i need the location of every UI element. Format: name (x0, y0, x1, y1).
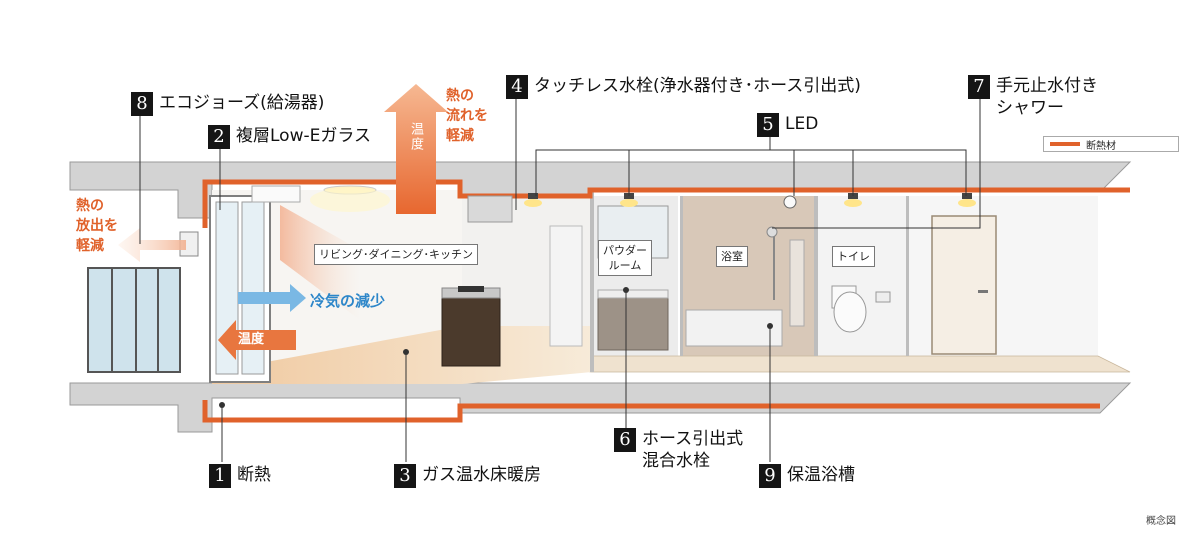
wood-floor (589, 355, 1131, 373)
bathtub (685, 309, 783, 347)
callout-number: 2 (208, 125, 230, 149)
room-label-toilet: トイレ (832, 246, 875, 267)
callout-label: 断熱 (237, 465, 271, 485)
callout-1: 1 断熱 (209, 464, 271, 488)
shower-head (766, 226, 778, 238)
callout-number: 8 (131, 92, 153, 116)
heat-release-line2: 放出を (76, 218, 118, 234)
heat-flow-line1: 熱の (446, 88, 474, 104)
leader-lines (139, 98, 981, 462)
heat-release-arrow (118, 228, 186, 262)
callout-label: 保温浴槽 (787, 465, 855, 485)
balcony-railing (87, 267, 181, 373)
room-label-powder-line1: パウダー (603, 244, 647, 257)
temp-left-arrow (218, 320, 296, 360)
legend-label: 断熱材 (1086, 140, 1116, 152)
range-hood (467, 195, 513, 223)
callout-label-line2: シャワー (996, 98, 1064, 118)
callout-number: 9 (759, 464, 781, 488)
concept-note: 概念図 (1146, 516, 1176, 527)
heat-release-text: 熱の 放出を 軽減 (76, 196, 118, 256)
insulation-ceiling (202, 179, 1130, 228)
heat-flow-line2: 流れを (446, 108, 488, 124)
callout-number: 6 (614, 428, 636, 452)
callout-label: ガス温水床暖房 (422, 465, 541, 485)
temp-up-text: 温度 (408, 122, 423, 152)
callout-number: 3 (394, 464, 416, 488)
cold-arrow (238, 284, 306, 312)
room-label-bath: 浴室 (716, 246, 748, 267)
callout-label: タッチレス水栓(浄水器付き･ホース引出式) (534, 76, 861, 96)
refrigerator (549, 225, 583, 347)
toilet-space (818, 196, 906, 356)
heat-flow-line3: 軽減 (446, 128, 474, 144)
kitchen-counter (441, 295, 501, 367)
callout-label: LED (785, 114, 819, 134)
callout-4: 4 タッチレス水栓(浄水器付き･ホース引出式) (506, 75, 861, 99)
callout-number: 1 (209, 464, 231, 488)
room-label-powder-line2: ルーム (608, 259, 642, 272)
callout-label: ホース引出式 (642, 429, 744, 449)
heat-flow-text: 熱の 流れを 軽減 (446, 86, 488, 146)
insulation-floor (202, 400, 1100, 423)
heat-release-line1: 熱の (76, 198, 104, 214)
callout-5: 5 LED (757, 113, 818, 137)
callout-label: 手元止水付き (996, 76, 1098, 96)
legend-swatch (1050, 142, 1080, 146)
callout-label: 複層Low-Eガラス (236, 126, 372, 146)
callout-9: 9 保温浴槽 (759, 464, 855, 488)
air-conditioner (251, 185, 301, 203)
cold-reduce-text: 冷気の減少 (310, 292, 386, 310)
callout-number: 4 (506, 75, 528, 99)
callout-2: 2 複層Low-Eガラス (208, 125, 371, 149)
callout-8: 8 エコジョーズ(給湯器) (131, 92, 324, 116)
insulation-legend: 断熱材 (1043, 136, 1179, 152)
callout-3: 3 ガス温水床暖房 (394, 464, 541, 488)
callout-label: エコジョーズ(給湯器) (159, 93, 325, 113)
callout-number: 5 (757, 113, 779, 137)
toilet-bowl (833, 291, 867, 333)
temp-left-text: 温度 (238, 332, 265, 347)
callout-number: 7 (968, 75, 990, 99)
room-label-living: リビング･ダイニング･キッチン (314, 244, 478, 265)
vanity-cabinet (597, 295, 669, 351)
callout-6: 6 ホース引出式 混合水栓 (614, 428, 743, 472)
room-label-powder: パウダー ルーム (598, 240, 652, 276)
hall-door (931, 215, 997, 355)
callout-7: 7 手元止水付き シャワー (968, 75, 1098, 119)
heat-up-arrow (384, 84, 448, 214)
callout-label-line2: 混合水栓 (642, 451, 710, 471)
heat-release-line3: 軽減 (76, 238, 104, 254)
